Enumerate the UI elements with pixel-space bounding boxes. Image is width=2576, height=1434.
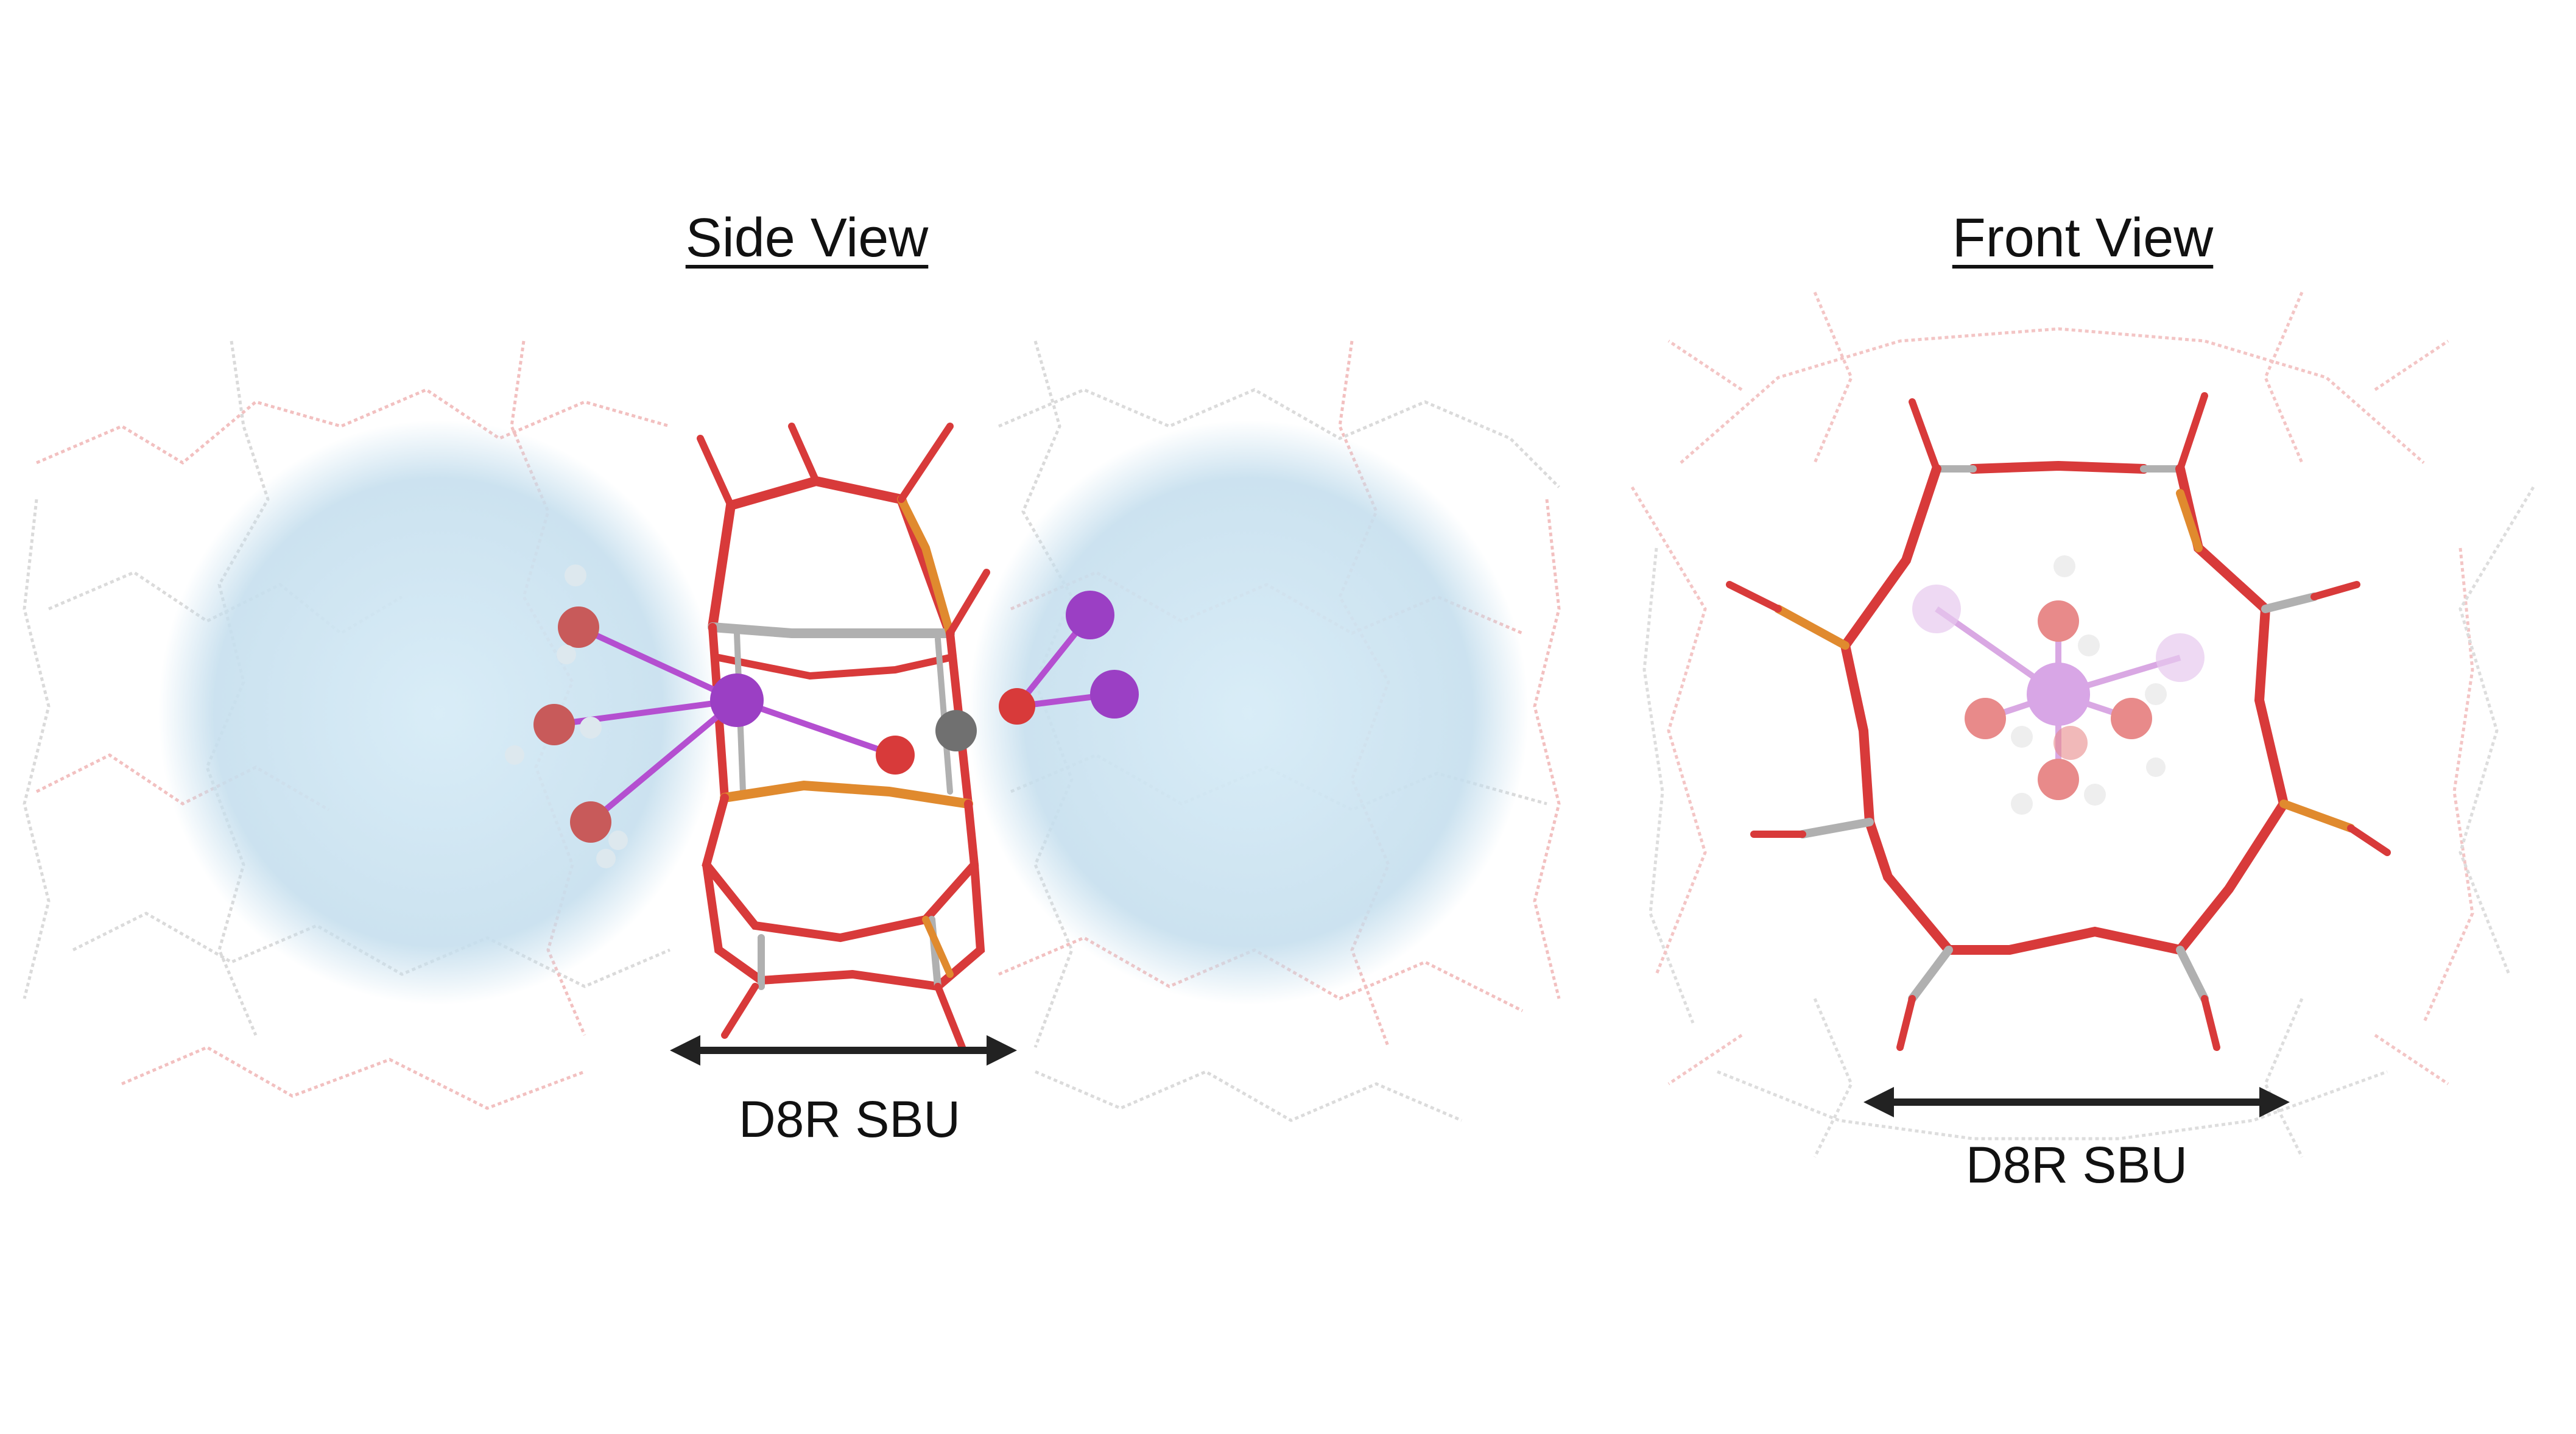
front-view-structure bbox=[1630, 292, 2535, 1158]
sbu-width-arrow bbox=[1863, 1087, 2290, 1117]
atoms-side bbox=[505, 564, 1139, 868]
central-complex bbox=[1912, 555, 2205, 815]
sbu-width-arrow bbox=[670, 1035, 1017, 1066]
hydrogen-atom bbox=[2084, 784, 2106, 806]
hydrogen-atom bbox=[565, 564, 586, 586]
cation-atom bbox=[1090, 670, 1139, 719]
side-view-title: Side View bbox=[685, 208, 929, 269]
hydrogen-atom bbox=[580, 717, 602, 739]
hydrogen-atom bbox=[2146, 757, 2166, 777]
hydrogen-atom bbox=[557, 645, 576, 664]
hydrogen-atom bbox=[2145, 683, 2167, 705]
side-view-sbu-label: D8R SBU bbox=[738, 1091, 961, 1148]
water-oxygen-atom bbox=[2038, 759, 2079, 800]
cation-atom bbox=[2156, 633, 2205, 682]
hydrogen-atom bbox=[596, 849, 616, 868]
front-view-panel: Front View D8R SBU bbox=[1596, 0, 2576, 1434]
hydrogen-atom bbox=[2078, 634, 2100, 656]
carbon-atom bbox=[935, 710, 977, 751]
hydrogen-atom bbox=[505, 745, 524, 765]
side-view-structure bbox=[23, 340, 1561, 1122]
d8r-unit-front bbox=[1726, 392, 2391, 1051]
water-oxygen-atom bbox=[1965, 698, 2006, 739]
side-view-panel: Side View D8R SBU bbox=[23, 208, 1561, 1148]
hydrogen-atom bbox=[2011, 793, 2033, 815]
hydrogen-atom bbox=[2053, 555, 2075, 577]
front-view-sbu-label: D8R SBU bbox=[1965, 1136, 2188, 1193]
cation-atom bbox=[1912, 585, 1961, 633]
cation-atom bbox=[1066, 591, 1114, 639]
water-oxygen-atom bbox=[2111, 698, 2152, 739]
water-oxygen-atom bbox=[558, 606, 599, 648]
water-oxygen-atom bbox=[2053, 726, 2088, 760]
oxygen-atom bbox=[876, 736, 915, 775]
d8r-unit-side bbox=[697, 423, 990, 1051]
framework-wireframe bbox=[1630, 292, 2535, 1158]
cation-atom bbox=[2027, 663, 2090, 726]
front-view-title: Front View bbox=[1952, 208, 2214, 269]
hydrogen-atom bbox=[608, 831, 628, 850]
cation-atom bbox=[710, 673, 764, 727]
water-oxygen-atom bbox=[2038, 600, 2079, 642]
water-oxygen-atom bbox=[533, 704, 575, 745]
oxygen-atom bbox=[999, 688, 1035, 725]
cage-sphere-right bbox=[968, 420, 1529, 1005]
water-oxygen-atom bbox=[570, 801, 611, 843]
hydrogen-atom bbox=[2011, 726, 2033, 748]
